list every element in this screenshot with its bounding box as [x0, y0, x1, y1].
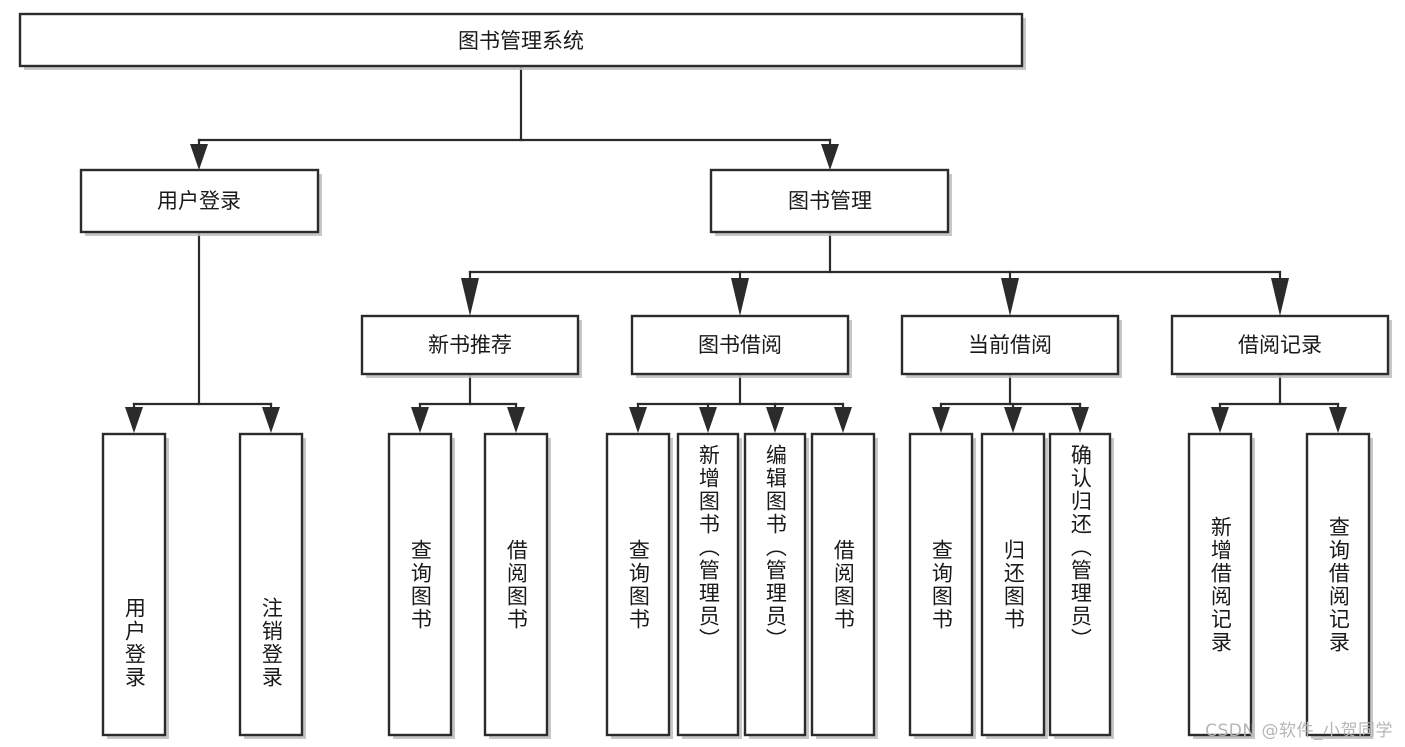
leaf-box-query-book-current[interactable]: [908, 432, 974, 737]
arrow-head-user-login: [190, 144, 208, 170]
node-layer: 图书管理系统 用户登录 图书管理 新书推荐: [18, 12, 1392, 739]
arrow-head-borrow-record: [1271, 278, 1289, 316]
node-root-label: 图书管理系统: [458, 29, 584, 53]
node-current-borrow-box[interactable]: [900, 314, 1120, 376]
node-user-login[interactable]: 用户登录: [79, 168, 322, 236]
arrow-head-newbook-leaf-1: [411, 407, 429, 433]
leaf-box-query-book-borrow[interactable]: [605, 432, 671, 737]
arrow-head-bookborrow-leaf-3: [766, 407, 784, 433]
arrow-head-newbook-leaf-2: [507, 407, 525, 433]
arrow-head-borrowrecord-leaf-1: [1211, 407, 1229, 433]
leaf-box-query-book-new[interactable]: [387, 432, 453, 737]
leaf-node-layer: [101, 432, 1373, 739]
arrow-head-leaf-user-login: [125, 407, 143, 433]
arrow-head-bookborrow-leaf-1: [629, 407, 647, 433]
node-book-management-box[interactable]: [709, 168, 950, 234]
node-book-borrow-label: 图书借阅: [698, 333, 782, 357]
arrow-head-leaf-logout: [262, 407, 280, 433]
arrow-head-bookborrow-leaf-2: [699, 407, 717, 433]
leaf-box-confirm-return-admin[interactable]: [1048, 432, 1112, 737]
node-user-login-label: 用户登录: [157, 189, 241, 213]
arrow-head-current-borrow: [1001, 278, 1019, 316]
arrow-head-currentborrow-leaf-2: [1004, 407, 1022, 433]
arrow-head-book-borrow: [731, 278, 749, 316]
leaf-box-add-book-admin[interactable]: [676, 432, 740, 737]
node-current-borrow-label: 当前借阅: [968, 333, 1052, 357]
node-book-management-label: 图书管理: [788, 189, 872, 213]
leaf-box-borrow-book[interactable]: [810, 432, 876, 737]
leaf-box-query-borrow-record[interactable]: [1305, 432, 1371, 737]
arrow-head-currentborrow-leaf-1: [932, 407, 950, 433]
arrow-head-new-book-rec: [461, 278, 479, 316]
leaf-box-return-book[interactable]: [980, 432, 1046, 737]
node-borrow-record-label: 借阅记录: [1238, 333, 1322, 357]
node-book-management[interactable]: 图书管理: [709, 168, 952, 236]
arrow-head-bookborrow-leaf-4: [834, 407, 852, 433]
node-new-book-recommend-box[interactable]: [360, 314, 580, 376]
leaf-box-add-borrow-record[interactable]: [1187, 432, 1253, 737]
node-current-borrow[interactable]: 当前借阅: [900, 314, 1122, 378]
node-root[interactable]: 图书管理系统: [18, 12, 1026, 70]
arrow-head-book-mgmt: [821, 144, 839, 170]
leaf-box-logout[interactable]: [238, 432, 304, 737]
connector-layer: [125, 64, 1347, 433]
node-book-borrow-box[interactable]: [630, 314, 850, 376]
csdn-watermark: CSDN @软件_小贺同学: [1205, 721, 1393, 741]
node-borrow-record[interactable]: 借阅记录: [1170, 314, 1392, 378]
node-new-book-recommend[interactable]: 新书推荐: [360, 314, 582, 378]
leaf-box-user-login[interactable]: [101, 432, 167, 737]
node-user-login-box[interactable]: [79, 168, 320, 234]
node-root-box[interactable]: [18, 12, 1024, 68]
node-book-borrow[interactable]: 图书借阅: [630, 314, 852, 378]
leaf-box-edit-book-admin[interactable]: [743, 432, 807, 737]
arrow-head-borrowrecord-leaf-2: [1329, 407, 1347, 433]
leaf-box-borrow-book-new[interactable]: [483, 432, 549, 737]
arrow-head-currentborrow-leaf-3: [1071, 407, 1089, 433]
node-new-book-recommend-label: 新书推荐: [428, 333, 512, 357]
node-borrow-record-box[interactable]: [1170, 314, 1390, 376]
